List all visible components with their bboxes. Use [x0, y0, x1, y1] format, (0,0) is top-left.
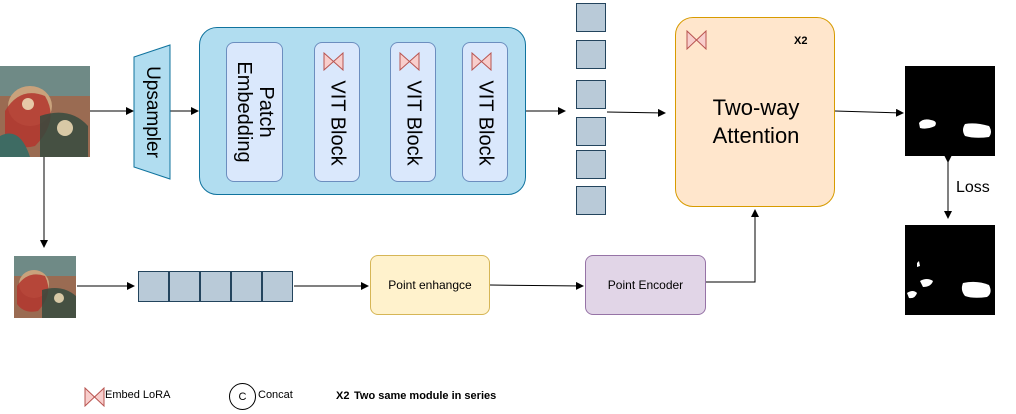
- prompt-token: [169, 271, 200, 302]
- predicted-mask: [905, 66, 995, 156]
- image-token: [576, 150, 606, 179]
- legend-x2-label: Two same module in series: [354, 390, 497, 402]
- lora-icon: [686, 30, 707, 50]
- prompt-token: [262, 271, 293, 302]
- image-token: [576, 3, 606, 32]
- upsampler-label: Upsampler: [142, 66, 163, 158]
- vit-block-2: VIT Block: [390, 42, 436, 182]
- input-image: [0, 66, 90, 157]
- upsampler: Upsampler: [133, 44, 171, 180]
- patch-embedding-block: Patch Embedding: [226, 42, 283, 182]
- legend-x2-symbol: X2: [336, 390, 350, 402]
- input-image-small: [14, 256, 76, 318]
- legend-concat-label: Concat: [258, 389, 293, 401]
- legend-lora-label: Embed LoRA: [105, 389, 171, 401]
- prompt-token: [231, 271, 262, 302]
- vit-block-label: VIT Block: [474, 80, 497, 166]
- two-way-attention-block: X2 Two-way Attention: [675, 17, 835, 207]
- legend-concat-icon: C: [229, 383, 256, 410]
- point-enhance-block: Point enhangce: [370, 255, 490, 315]
- image-token: [576, 80, 606, 109]
- vit-block-label: VIT Block: [402, 80, 425, 166]
- patch-embedding-label: Patch Embedding: [232, 61, 277, 163]
- ground-truth-mask: [905, 225, 995, 315]
- prompt-token: [200, 271, 231, 302]
- two-way-attention-label: Two-way Attention: [712, 95, 800, 148]
- image-token: [576, 117, 606, 146]
- vit-block-3: VIT Block: [462, 42, 508, 182]
- lora-icon: [471, 52, 492, 71]
- lora-icon: [399, 52, 420, 71]
- legend-lora-icon: [84, 387, 105, 407]
- prompt-token: [138, 271, 169, 302]
- image-token: [576, 186, 606, 215]
- point-encoder-block: Point Encoder: [585, 255, 706, 315]
- vit-block-label: VIT Block: [326, 80, 349, 166]
- vit-block-1: VIT Block: [314, 42, 360, 182]
- image-token: [576, 40, 606, 69]
- repeat-badge: X2: [794, 35, 808, 47]
- loss-label: Loss: [956, 179, 990, 196]
- lora-icon: [323, 52, 344, 71]
